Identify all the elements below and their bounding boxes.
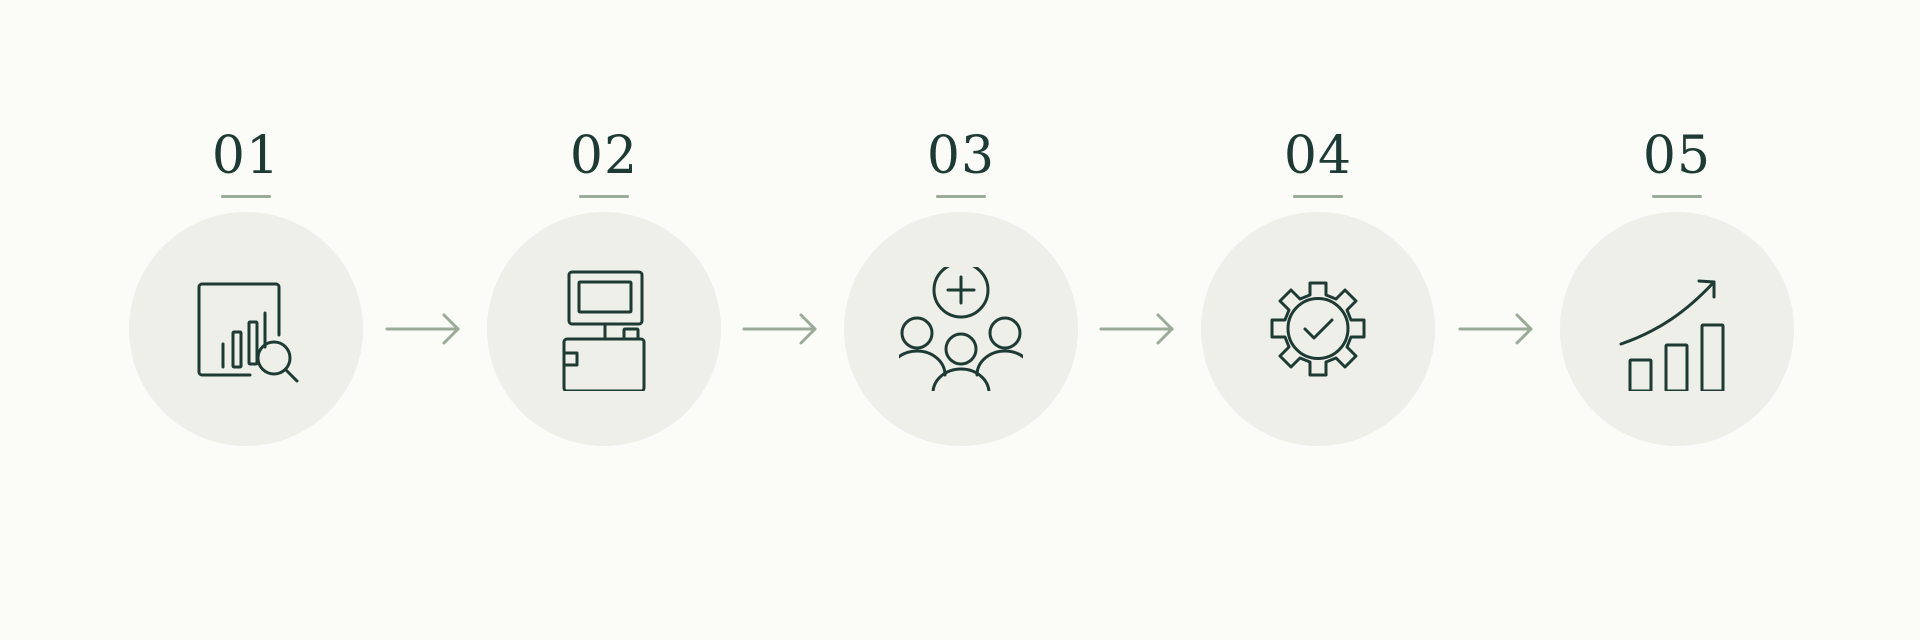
step-circle bbox=[487, 212, 721, 446]
arrow-right-icon bbox=[1099, 313, 1174, 345]
step-number: 03 bbox=[926, 126, 996, 186]
step-number: 02 bbox=[569, 126, 639, 186]
arrow-right-icon bbox=[385, 313, 460, 345]
step-number: 04 bbox=[1283, 126, 1353, 186]
step-number: 01 bbox=[211, 126, 281, 186]
step-underline bbox=[221, 195, 271, 198]
medical-cart-monitor-icon bbox=[562, 270, 646, 391]
step-2: 02 bbox=[484, 0, 724, 640]
chart-analysis-magnifier-icon bbox=[197, 282, 299, 383]
gear-check-icon bbox=[1270, 281, 1366, 377]
step-circle bbox=[1560, 212, 1794, 446]
arrow-right-icon bbox=[742, 313, 817, 345]
growth-bar-chart-icon bbox=[1619, 279, 1725, 391]
step-underline bbox=[936, 195, 986, 198]
step-circle bbox=[129, 212, 363, 446]
step-circle bbox=[844, 212, 1078, 446]
arrow-right-icon bbox=[1458, 313, 1533, 345]
step-3: 03 bbox=[841, 0, 1081, 640]
step-5: 05 bbox=[1557, 0, 1797, 640]
step-circle bbox=[1201, 212, 1435, 446]
step-underline bbox=[1652, 195, 1702, 198]
step-underline bbox=[1293, 195, 1343, 198]
team-with-plus-icon bbox=[899, 267, 1023, 391]
step-1: 01 bbox=[126, 0, 366, 640]
step-number: 05 bbox=[1642, 126, 1712, 186]
step-underline bbox=[579, 195, 629, 198]
step-4: 04 bbox=[1198, 0, 1438, 640]
